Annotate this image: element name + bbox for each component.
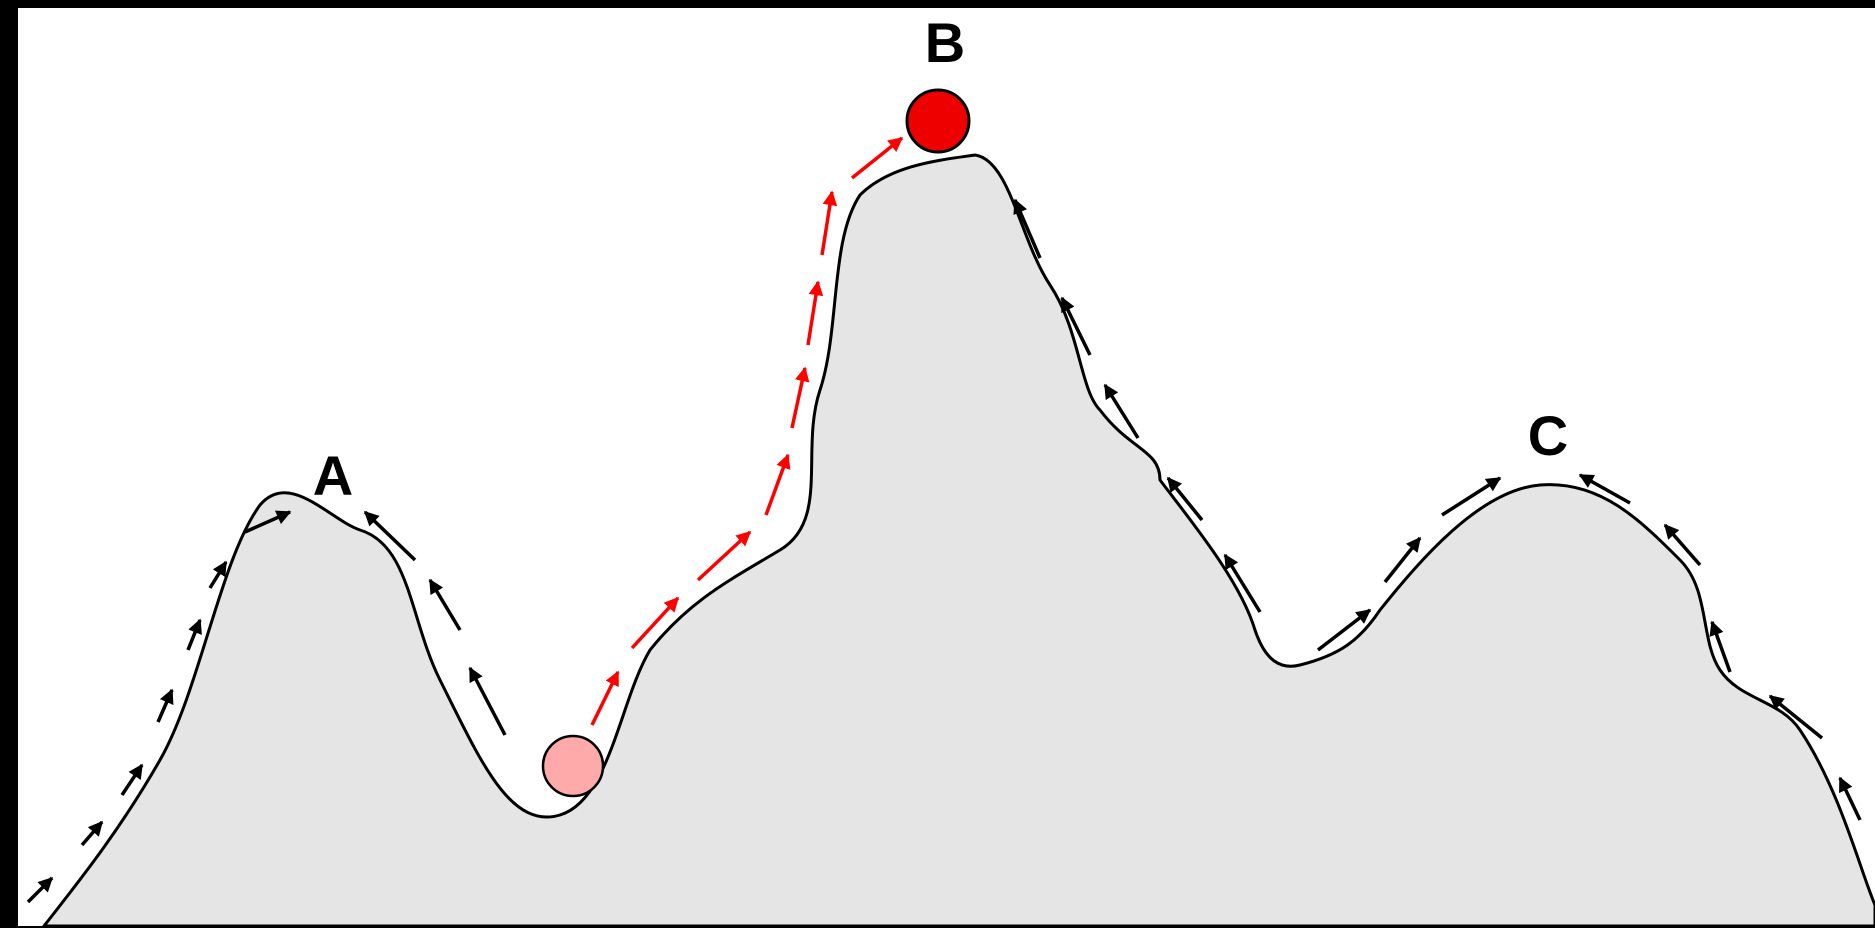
arrow [156,688,174,723]
red-arrow [790,366,810,429]
arrow [1223,553,1262,613]
arrow [1838,776,1862,821]
red-arrow [820,190,838,256]
red-arrow [696,530,752,582]
arrows-c-left-slope [1316,476,1502,652]
terrain-landscape [40,153,1875,928]
arrow [1060,296,1092,356]
arrow [1663,523,1702,567]
arrow [468,666,507,736]
arrow [244,510,292,534]
arrow [1013,198,1042,259]
peak-b-ball [905,88,971,154]
arrow [120,763,144,796]
arrow [26,876,54,904]
arrows-left-slope [26,510,292,904]
arrow [1383,536,1422,584]
arrow [186,618,202,651]
arrows-c-right-slope [1578,473,1862,821]
arrow [1768,694,1824,740]
red-arrow [764,453,791,516]
peak-b-label: B [925,11,965,74]
arrows-a-descent [363,510,507,736]
arrow [363,510,417,562]
arrow [1578,473,1631,505]
arrow [1441,476,1502,517]
arrow [80,820,104,847]
arrow [1103,383,1140,439]
peak-a-label: A [313,444,353,507]
red-climb-path [590,136,904,726]
red-arrow [630,596,680,650]
red-arrow [850,136,904,180]
start-ball [541,734,605,798]
arrow [1166,476,1204,522]
arrow [428,578,462,631]
red-arrow [590,670,620,726]
arrow [1709,620,1732,673]
arrow [1316,608,1372,652]
peak-c-label: C [1528,404,1568,467]
arrows-b-right-slope [1013,198,1262,613]
arrow [208,560,228,589]
red-arrow [806,280,824,346]
